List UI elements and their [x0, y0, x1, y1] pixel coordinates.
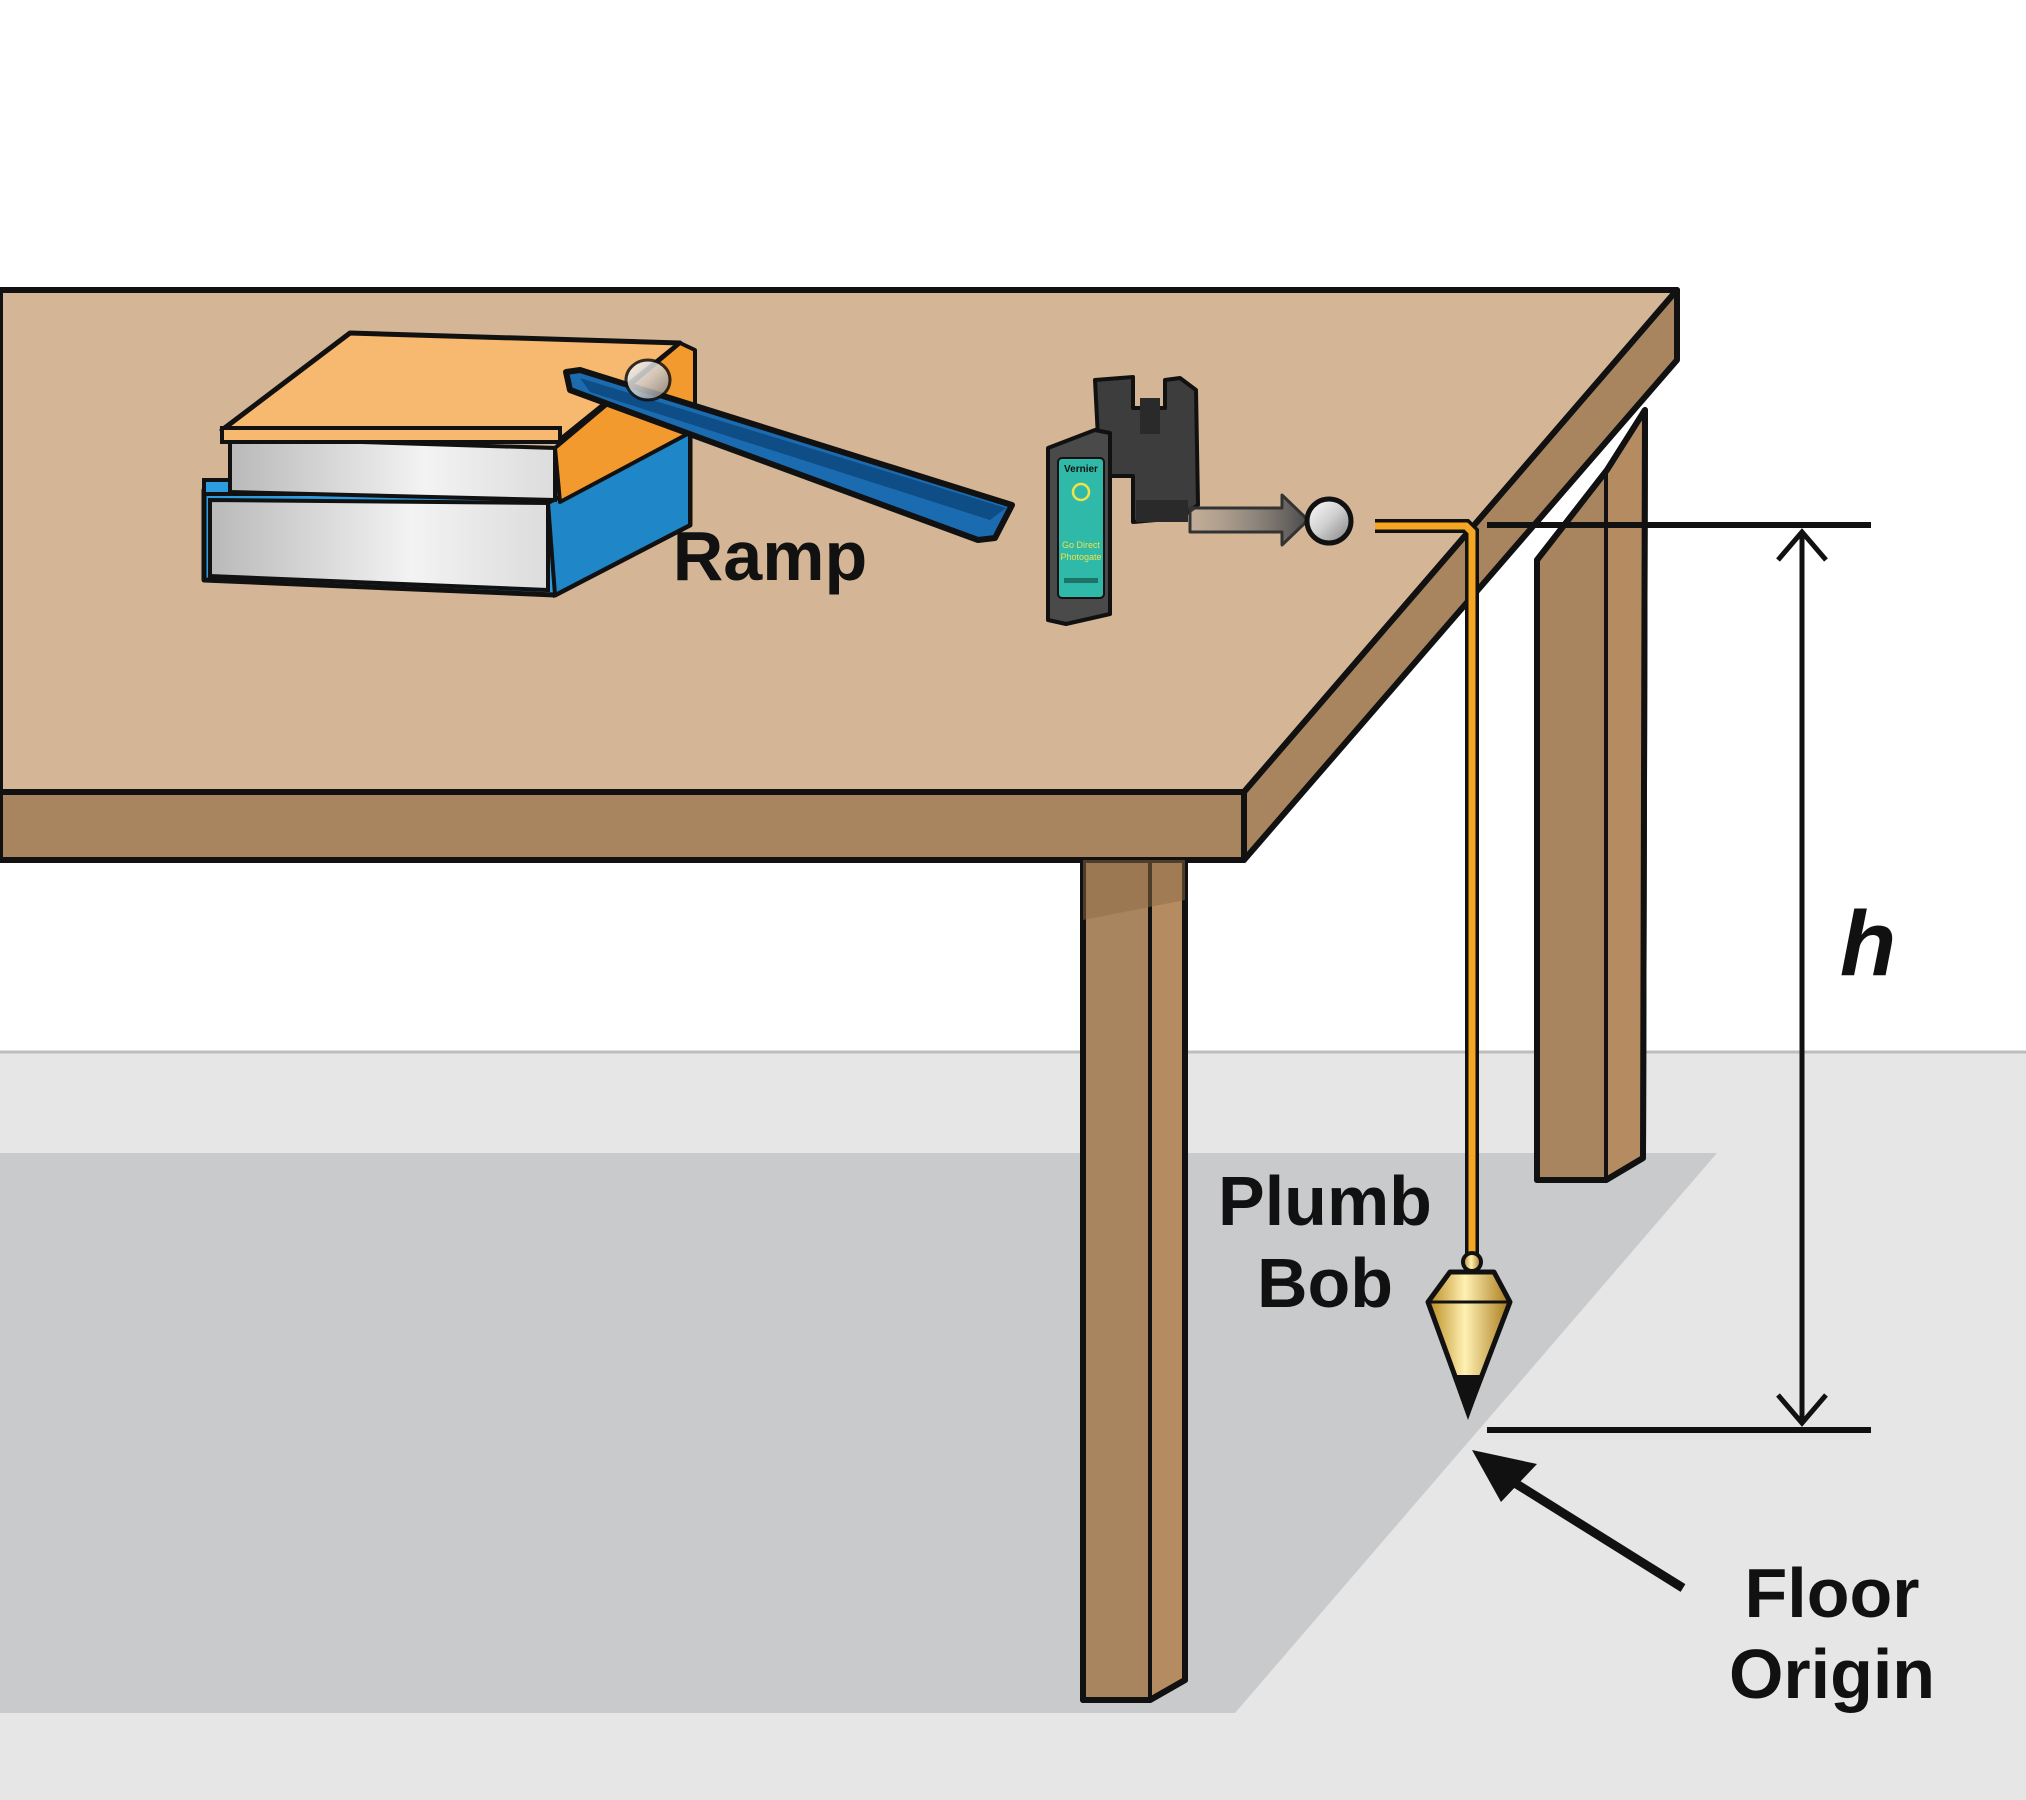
table-side-edge	[1241, 287, 1680, 863]
ramp	[563, 358, 1015, 543]
table-shadow	[0, 1153, 1717, 1713]
floor-origin-label-line1: Floor	[1745, 1554, 1920, 1632]
photogate-brand: Vernier	[1064, 464, 1098, 475]
floor	[0, 1050, 2026, 1800]
plumb-bob-weight	[1425, 1269, 1513, 1415]
height-label: h	[1840, 893, 1896, 995]
floor-origin-label-line2: Origin	[1729, 1635, 1935, 1713]
photogate-label-panel	[1057, 457, 1105, 599]
height-dimension: h	[1487, 522, 1896, 1433]
height-arrow-down-icon	[1776, 1393, 1828, 1427]
photogate-model-line1: Go Direct	[1062, 540, 1101, 550]
table-leg-front	[1080, 857, 1188, 1703]
ramp-label: Ramp	[673, 517, 867, 595]
floor-origin-pointer	[1472, 1450, 1686, 1592]
motion-arrow-icon	[1188, 493, 1310, 547]
ramp-ball	[624, 358, 672, 402]
plumb-bob	[1375, 519, 1513, 1420]
book-top	[219, 330, 697, 504]
ball-motion	[1188, 493, 1354, 547]
floor-origin-arrow-icon	[1472, 1450, 1537, 1502]
power-icon	[1071, 482, 1091, 502]
plumb-bob-label-line1: Plumb	[1218, 1162, 1432, 1240]
table-front-edge	[0, 789, 1247, 863]
table-leg-back	[1534, 407, 1648, 1183]
height-arrow-up-icon	[1776, 528, 1828, 562]
projectile-ball	[1304, 496, 1354, 546]
plumb-bob-label-line2: Bob	[1257, 1244, 1393, 1322]
photogate-model-line2: Photogate	[1060, 552, 1101, 562]
book-stack	[201, 330, 697, 599]
photogate: Vernier Go Direct Photogate	[1046, 375, 1200, 626]
